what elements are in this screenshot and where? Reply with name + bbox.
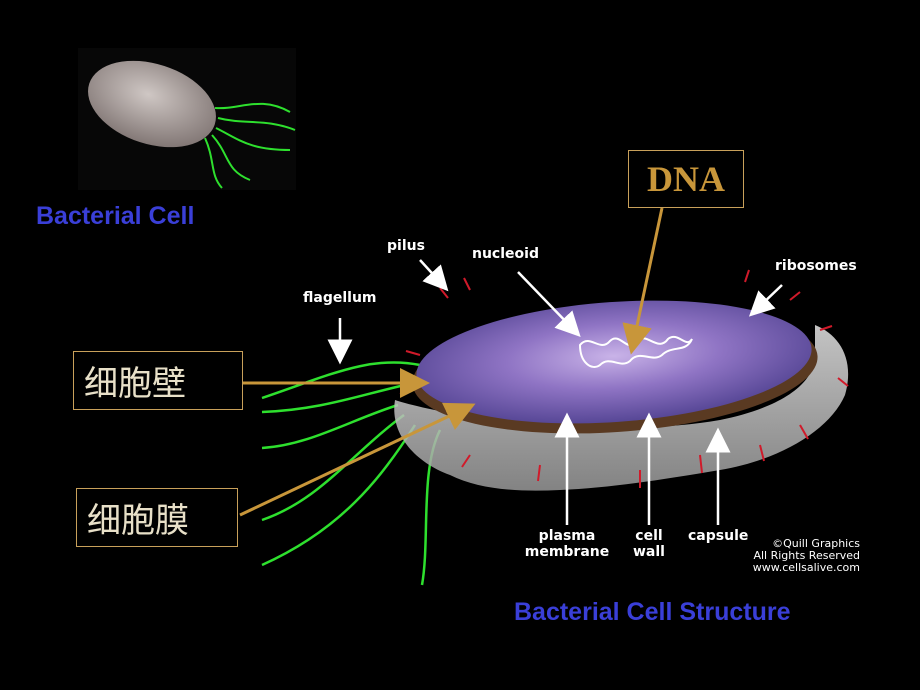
- label-cell-wall: cell wall: [627, 528, 671, 560]
- nucleoid-dna: [578, 336, 693, 368]
- label-cell-wall-line1: cell: [635, 528, 663, 544]
- label-flagellum: flagellum: [303, 290, 377, 306]
- structure-title: Bacterial Cell Structure: [514, 598, 791, 626]
- credit-line1: ©Quill Graphics: [772, 537, 860, 550]
- flagella: [261, 361, 442, 586]
- cell-wall-cn-annotation: 细胞壁: [73, 351, 243, 410]
- image-credit: ©Quill Graphics All Rights Reserved www.…: [728, 538, 860, 574]
- label-capsule: capsule: [688, 528, 749, 544]
- label-plasma-membrane-line1: plasma: [538, 528, 596, 544]
- small-bacterial-cell: [78, 48, 296, 190]
- small-cell-title: Bacterial Cell: [36, 202, 195, 230]
- bacterial-cell-structure: [239, 207, 849, 586]
- capsule-layer: [394, 325, 849, 491]
- label-plasma-membrane: plasma membrane: [522, 528, 612, 560]
- credit-line2: All Rights Reserved: [753, 549, 860, 562]
- dna-annotation-box: DNA: [628, 150, 744, 208]
- label-ribosomes: ribosomes: [775, 258, 857, 274]
- label-cell-wall-line2: wall: [633, 544, 665, 560]
- label-plasma-membrane-line2: membrane: [524, 544, 610, 560]
- label-nucleoid: nucleoid: [472, 246, 539, 262]
- credit-line3: www.cellsalive.com: [752, 561, 860, 574]
- label-pilus: pilus: [387, 238, 425, 254]
- plasma-membrane-cn-annotation: 细胞膜: [76, 488, 238, 547]
